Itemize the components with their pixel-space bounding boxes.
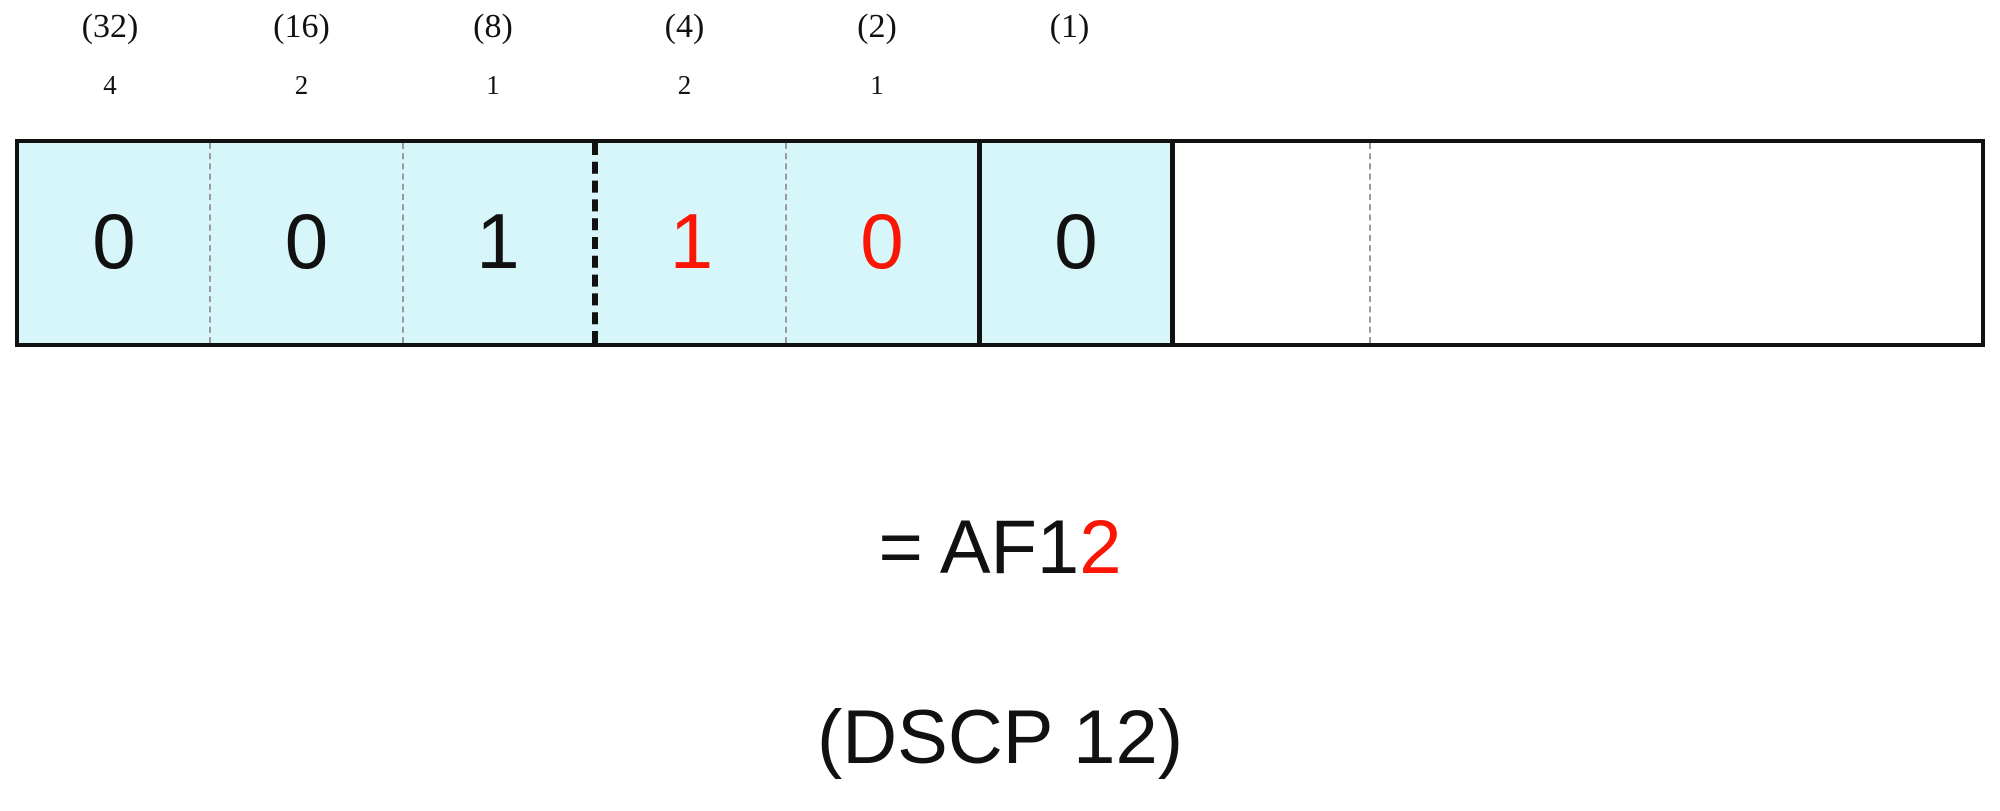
bit-value-0: 0: [92, 197, 136, 285]
bit-cell-6: [1170, 143, 1369, 343]
bit-value-4: 0: [860, 197, 904, 285]
header-count-label-5: [973, 62, 1166, 108]
caption-hex-highlight: 2: [1079, 505, 1122, 590]
caption-dscp-value: (DSCP 12): [816, 695, 1184, 780]
bit-cell-5: 0: [977, 143, 1170, 343]
header-weight-label-1: (16): [273, 8, 330, 45]
header-count-label-1: 2: [294, 70, 309, 100]
header-weight-label-4: (2): [857, 8, 897, 45]
bit-value-2: 1: [476, 197, 520, 285]
bit-cell-2: 1: [402, 143, 592, 343]
header-count-label-4: 1: [870, 70, 884, 100]
bit-cell-4: 0: [785, 143, 977, 343]
bit-cell-0: 0: [19, 143, 209, 343]
bit-cell-3: 1: [592, 143, 785, 343]
bit-value-3: 1: [669, 197, 714, 285]
header-weight-label-2: (8): [473, 8, 513, 45]
header-count-label-3: 2: [677, 70, 692, 100]
caption-hex-prefix: = AF1: [878, 505, 1080, 590]
bit-cell-1: 0: [209, 143, 402, 343]
header-weight-label-3: (4): [664, 8, 705, 45]
header-count-label-0: 4: [103, 70, 117, 100]
bit-value-5: 0: [1054, 197, 1098, 285]
header-counts-row: 4 2 1 2 1: [15, 62, 1985, 108]
caption-hex-value: = AF12: [0, 510, 2000, 586]
header-weights-row: (32) (16) (8) (4) (2) (1): [15, 6, 1985, 52]
bit-value-1: 0: [284, 197, 329, 285]
header-count-label-2: 1: [486, 70, 500, 100]
header-weight-label-0: (32): [81, 8, 139, 45]
bit-cell-7: [1369, 143, 1981, 343]
header-weight-label-5: (1): [1049, 8, 1090, 45]
bit-field-box: 0 0 1 1 0 0: [15, 139, 1985, 347]
